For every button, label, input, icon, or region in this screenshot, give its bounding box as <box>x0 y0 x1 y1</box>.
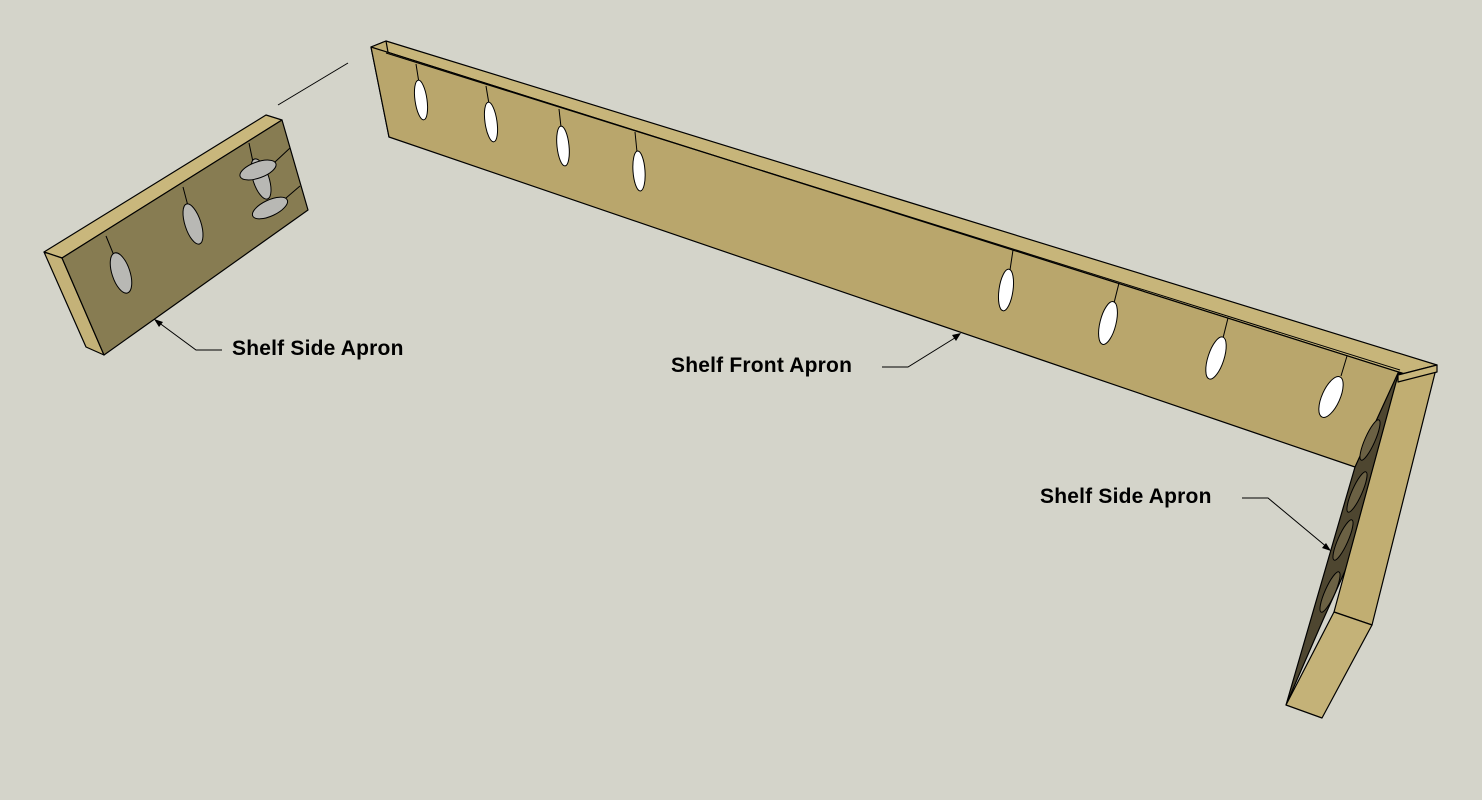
left-apron-inner-face <box>61 119 309 356</box>
left-apron-pocket-holes <box>105 142 301 294</box>
right-apron-pocket-holes <box>1319 419 1381 613</box>
front-apron-label: Shelf Front Apron <box>671 354 853 377</box>
right-apron-top-edge <box>1397 364 1438 383</box>
front-apron <box>370 40 1438 468</box>
front-apron-face <box>370 46 1431 468</box>
right-side-apron <box>1285 364 1438 719</box>
front-apron-pocket-holes <box>413 63 1348 418</box>
right-apron-end-face <box>1285 611 1373 719</box>
left-side-apron <box>43 114 309 356</box>
front-apron-top-edge <box>370 40 1438 383</box>
alignment-line <box>277 62 349 106</box>
right-label-leader <box>1242 497 1331 551</box>
front-label-leader <box>882 333 961 368</box>
left-label-leader <box>154 319 222 351</box>
right-side-apron-label: Shelf Side Apron <box>1040 485 1212 508</box>
left-side-apron-label: Shelf Side Apron <box>232 337 404 360</box>
